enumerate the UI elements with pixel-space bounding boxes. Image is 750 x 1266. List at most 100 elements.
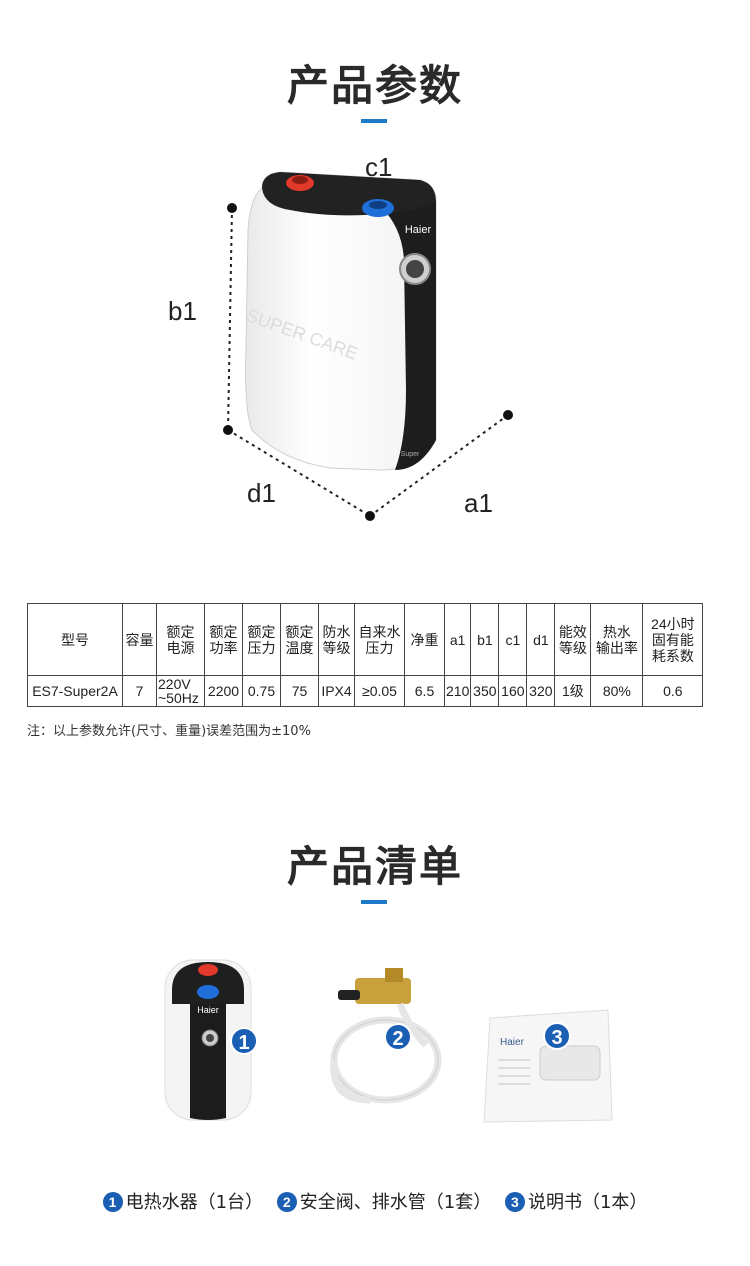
spec-value-line: 80%: [602, 683, 631, 699]
spec-header-line: c1: [505, 631, 521, 648]
section-title-params: 产品参数: [286, 61, 463, 110]
item-badge-2: 2: [384, 1023, 412, 1051]
spec-header-line: 自来水: [358, 623, 401, 640]
spec-header-line: b1: [477, 631, 493, 648]
spec-header-line: d1: [533, 631, 549, 648]
valve-hose-image: [330, 968, 442, 1104]
spec-header-cell: c1: [498, 603, 528, 676]
spec-value-cell: 0.6: [642, 675, 704, 707]
spec-value-cell: 75: [280, 675, 319, 707]
water-heater-drawing: Haier Super SUPER CARE: [223, 171, 513, 521]
spec-header-line: 固有能: [651, 631, 694, 648]
package-items: Haier Haier 1 2 3: [0, 950, 750, 1130]
spec-value-line: ≥0.05: [362, 683, 397, 699]
spec-header-cell: d1: [526, 603, 556, 676]
spec-header-line: 热水: [602, 623, 631, 640]
spec-header-line: 净重: [410, 631, 439, 648]
brand-logo: Haier: [405, 224, 432, 236]
spec-value-cell: 320: [526, 675, 556, 707]
spec-value-line: ~50Hz: [158, 690, 199, 706]
spec-value-line: 220V: [158, 676, 191, 692]
spec-header-cell: a1: [443, 603, 472, 676]
spec-header-line: 防水: [322, 623, 351, 640]
spec-header-line: 额定: [285, 623, 314, 640]
spec-header-line: 等级: [558, 639, 587, 656]
spec-header-line: 额定: [247, 623, 276, 640]
caption-label-3: 说明书（1本）: [527, 1192, 648, 1213]
spec-header-line: 24小时: [651, 615, 695, 632]
spec-value-line: 210: [446, 683, 470, 699]
spec-value-line: 0.75: [247, 683, 276, 699]
spec-header-cell: 24小时固有能耗系数: [642, 603, 704, 676]
spec-header-line: 等级: [322, 639, 351, 656]
section-title-contents: 产品清单: [286, 842, 463, 891]
spec-value-line: 75: [291, 683, 308, 699]
caption-label-2: 安全阀、排水管（1套）: [299, 1192, 492, 1213]
caption-num-3: 3: [504, 1192, 525, 1212]
spec-value-line: 320: [529, 683, 553, 699]
caption-num-2: 2: [276, 1192, 297, 1212]
spec-value-cell: ES7-Super2A: [27, 675, 123, 707]
spec-value-line: 1级: [561, 683, 584, 699]
spec-header-line: 输出率: [595, 639, 638, 656]
spec-header-line: 额定: [209, 623, 238, 640]
spec-value-cell: ≥0.05: [354, 675, 405, 707]
caption-num-1: 1: [102, 1192, 123, 1212]
spec-value-cell: IPX4: [318, 675, 355, 707]
spec-header-line: 容量: [125, 631, 154, 648]
spec-header-line: 压力: [365, 639, 394, 656]
spec-value-cell: 2200: [204, 675, 243, 707]
spec-header-cell: 额定电源: [156, 603, 205, 676]
spec-header-cell: 容量: [122, 603, 157, 676]
spec-value-line: IPX4: [321, 683, 352, 699]
dim-label-a1: a1: [464, 488, 493, 518]
dim-label-d1: d1: [247, 478, 276, 508]
spec-header-line: 型号: [61, 631, 89, 648]
title-underline: [361, 119, 387, 123]
spec-header-cell: 自来水压力: [354, 603, 405, 676]
spec-value-cell: 220V~50Hz: [156, 675, 205, 707]
manual-brand: Haier: [500, 1037, 525, 1048]
spec-header-line: 电源: [166, 639, 195, 656]
dimension-diagram: Haier Super SUPER CARE c1 b1 d1 a1: [0, 140, 750, 560]
title-underline: [361, 900, 387, 904]
spec-header-cell: 热水输出率: [590, 603, 644, 676]
spec-value-cell: 0.75: [242, 675, 281, 707]
item-badge-1: 1: [230, 1027, 258, 1055]
spec-header-line: 温度: [285, 639, 314, 656]
manual-image: Haier: [483, 1009, 613, 1123]
tolerance-note: 注：以上参数允许(尺寸、重量)误差范围为±10%: [27, 724, 311, 739]
spec-header-cell: b1: [470, 603, 500, 676]
spec-value-cell: 1级: [554, 675, 592, 707]
spec-header-cell: 型号: [27, 603, 123, 676]
heater-brand: Haier: [197, 1005, 219, 1015]
spec-header-line: 额定: [166, 623, 195, 640]
spec-header-cell: 额定温度: [280, 603, 319, 676]
model-print: Super: [401, 451, 420, 458]
item-badge-3: 3: [543, 1022, 571, 1050]
spec-header-line: a1: [449, 631, 466, 648]
spec-value-line: 0.6: [663, 683, 683, 699]
caption-label-1: 电热水器（1台）: [125, 1192, 264, 1213]
spec-value-line: 2200: [207, 683, 240, 699]
spec-value-line: ES7-Super2A: [32, 683, 118, 699]
spec-header-line: 功率: [209, 639, 238, 656]
spec-value-line: 6.5: [414, 683, 435, 699]
spec-header-cell: 额定压力: [242, 603, 281, 676]
spec-header-line: 耗系数: [651, 647, 694, 664]
spec-header-cell: 防水等级: [318, 603, 355, 676]
spec-value-cell: 6.5: [404, 675, 445, 707]
spec-value-cell: 7: [122, 675, 157, 707]
dim-label-b1: b1: [168, 296, 197, 326]
spec-header-cell: 额定功率: [204, 603, 243, 676]
spec-value-cell: 350: [470, 675, 500, 707]
spec-value-line: 350: [473, 683, 497, 699]
spec-value-line: 7: [135, 683, 144, 699]
spec-value-cell: 80%: [590, 675, 644, 707]
